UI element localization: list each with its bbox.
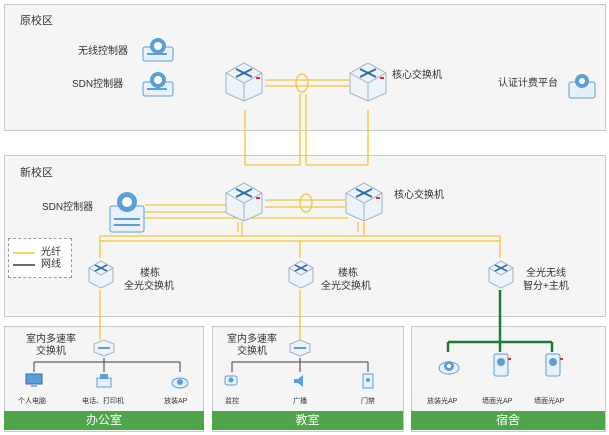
new-sdn-controller-icon — [104, 186, 150, 236]
office-device-1-label: 个人电脑 — [18, 398, 46, 405]
phone-printer-icon — [94, 372, 114, 390]
wireless-controller-icon — [141, 37, 175, 63]
new-core-switch-label: 核心交换机 — [394, 190, 444, 201]
office-device-2-label: 电话、打印机 — [82, 398, 124, 405]
new-core-switch-1-icon — [222, 175, 266, 223]
new-sdn-controller-label: SDN控制器 — [42, 202, 94, 213]
new-campus-title: 新校区 — [20, 167, 53, 179]
auth-platform-label: 认证计费平台 — [498, 78, 558, 89]
office-device-3-label: 放装AP — [164, 398, 188, 405]
classroom-switch-label-line1: 室内多速率 — [227, 334, 277, 345]
pc-icon — [24, 372, 44, 390]
dorm-device-3-label: 墙面光AP — [534, 398, 565, 405]
dorm-ap-2-icon — [488, 350, 514, 380]
building-switch-1-icon — [86, 256, 116, 290]
legend-fiber-label: 光纤 — [41, 247, 61, 258]
classroom-device-3-label: 门禁 — [361, 398, 375, 405]
legend-cable-label: 网线 — [41, 259, 61, 270]
old-core-switch-2-icon — [346, 55, 390, 103]
classroom-device-1-label: 监控 — [225, 398, 239, 405]
office-ap-icon — [170, 372, 190, 390]
old-campus-section — [4, 4, 606, 131]
building-switch-1-label-line2: 全光交换机 — [124, 281, 174, 292]
office-switch-icon — [92, 338, 116, 358]
old-campus-title: 原校区 — [20, 15, 53, 27]
dorm-device-2-label: 墙面光AP — [482, 398, 513, 405]
building-switch-2-label-line2: 全光交换机 — [321, 281, 371, 292]
building-switch-2-label-line1: 楼栋 — [338, 268, 358, 279]
classroom-bar: 教室 — [212, 411, 403, 430]
camera-icon — [222, 372, 242, 390]
building-switch-2-icon — [286, 256, 316, 290]
office-bar: 办公室 — [4, 411, 204, 430]
dorm-bar: 宿舍 — [411, 411, 605, 430]
classroom-switch-label-line2: 交换机 — [237, 346, 267, 357]
office-switch-label-line2: 交换机 — [36, 346, 66, 357]
wireless-controller-label: 无线控制器 — [78, 46, 128, 57]
office-switch-label-line1: 室内多速率 — [26, 334, 76, 345]
auth-platform-icon — [566, 72, 598, 100]
wireless-host-label-line2: 智分+主机 — [523, 281, 569, 292]
legend-lines — [13, 252, 35, 266]
classroom-device-2-label: 广播 — [293, 398, 307, 405]
legend: 光纤 网线 — [8, 238, 72, 278]
dorm-ap-1-icon — [436, 352, 462, 378]
dorm-ap-3-icon — [540, 350, 566, 380]
old-core-switch-label: 核心交换机 — [392, 70, 442, 81]
classroom-switch-icon — [288, 338, 312, 358]
old-sdn-controller-icon — [141, 70, 175, 98]
wireless-host-label-line1: 全光无线 — [526, 268, 566, 279]
new-core-switch-2-icon — [342, 175, 386, 223]
access-control-icon — [358, 372, 378, 390]
old-sdn-controller-label: SDN控制器 — [72, 79, 124, 90]
speaker-icon — [290, 372, 310, 390]
dorm-device-1-label: 放装光AP — [427, 398, 458, 405]
old-core-switch-1-icon — [222, 55, 266, 103]
wireless-host-icon — [486, 256, 516, 290]
building-switch-1-label-line1: 楼栋 — [140, 268, 160, 279]
